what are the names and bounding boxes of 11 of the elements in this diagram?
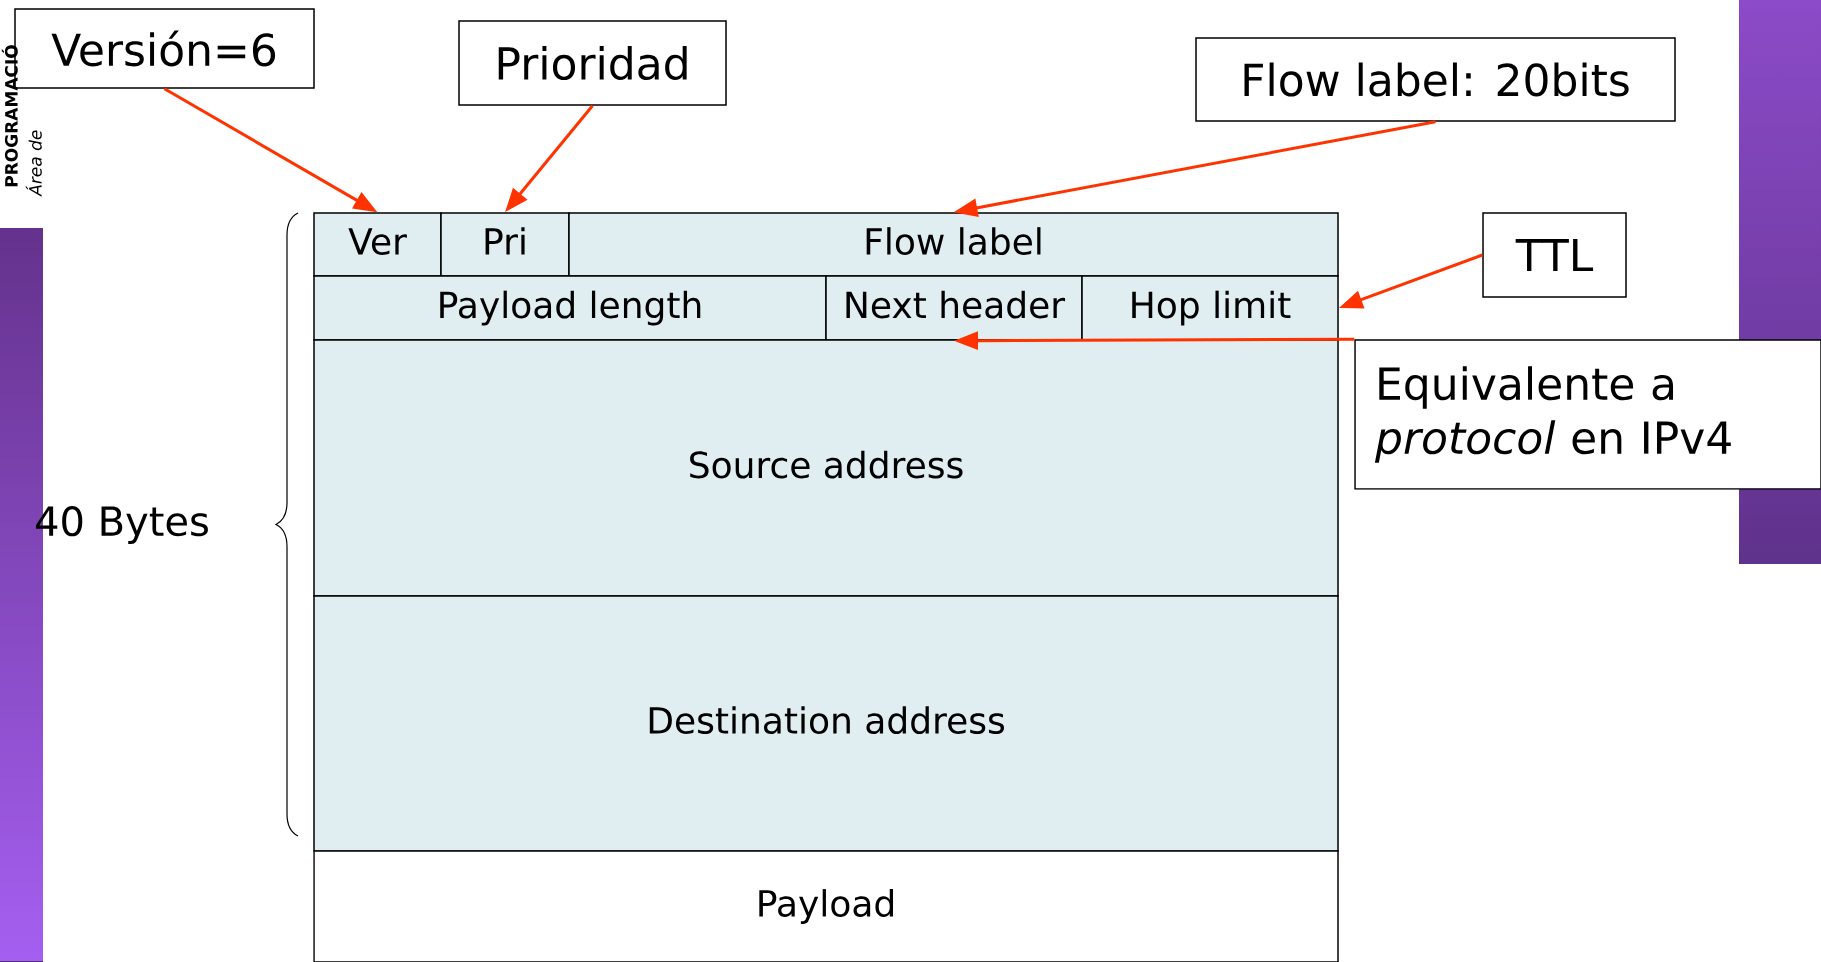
header-field: Hop limit (1081, 275, 1339, 341)
callout-box: Equivalente a protocol en IPv4 (1354, 339, 1821, 490)
header-field: Ver (313, 212, 442, 277)
callout-box: TTL (1482, 212, 1627, 298)
callout-box: Prioridad (458, 20, 727, 106)
callout-box: Flow label: 20bits (1195, 37, 1676, 122)
slide-header-text: Área de (25, 130, 42, 197)
payload-field: Payload (313, 850, 1339, 962)
header-field: Next header (825, 275, 1083, 341)
header-field: Destination address (313, 595, 1339, 852)
header-field: Pri (440, 212, 570, 277)
